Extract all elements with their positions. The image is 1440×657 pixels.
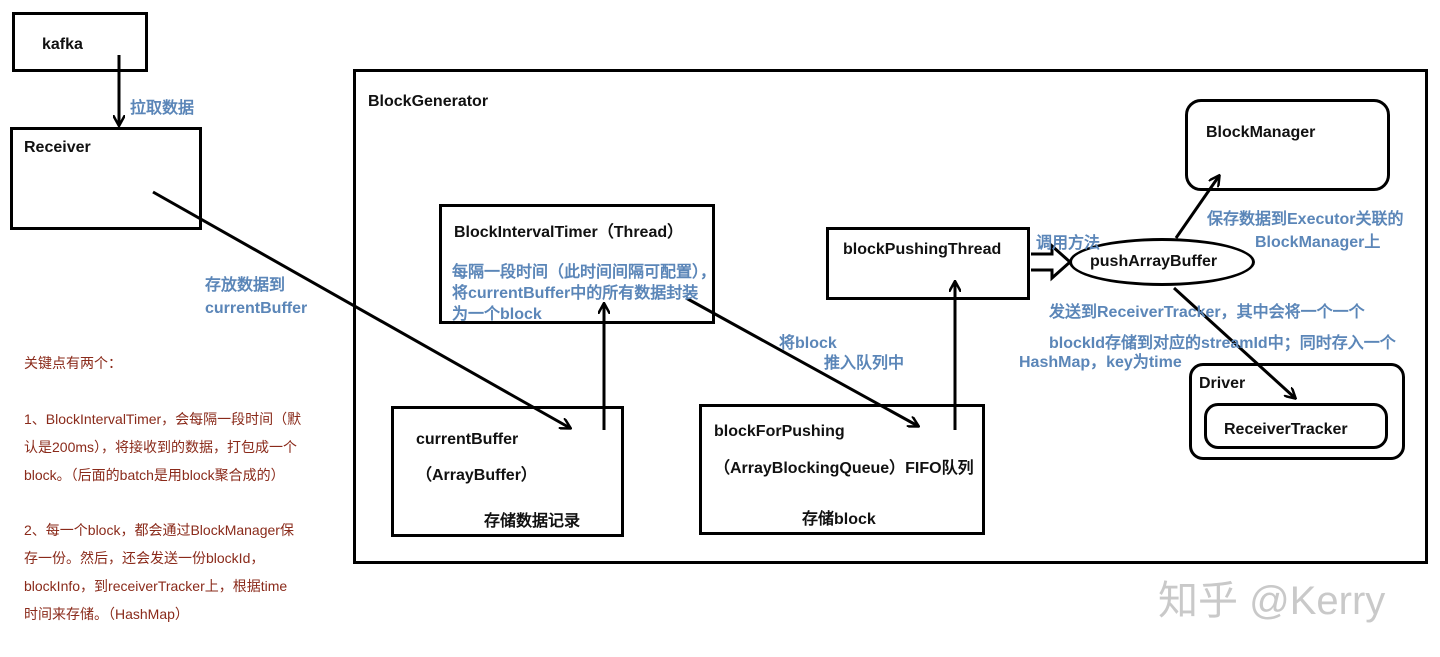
array-buffer-label: （ArrayBuffer）: [416, 467, 537, 484]
push-array-buffer-label: pushArrayBuffer: [1090, 253, 1218, 270]
block-pushing-thread-box: [826, 227, 1030, 300]
block-generator-label: BlockGenerator: [368, 93, 489, 110]
note-line: 认是200ms），将接收到的数据，打包成一个: [24, 439, 298, 455]
note-line: 时间来存储。（HashMap）: [24, 606, 189, 622]
timer-desc-line-1: 每隔一段时间（此时间间隔可配置），: [452, 264, 717, 281]
interval-timer-label: BlockIntervalTimer（Thread）: [454, 224, 684, 241]
send-label-1: 发送到ReceiverTracker，其中会将一个一个: [1049, 304, 1365, 321]
watermark: 知乎 @Kerry: [1158, 579, 1386, 623]
store-to-label-1: 存放数据到: [205, 277, 286, 294]
note-line: 2、每一个block，都会通过BlockManager保: [24, 522, 294, 538]
save-label-1: 保存数据到Executor关联的: [1207, 211, 1404, 228]
enqueue-label-2: 推入队列中: [824, 355, 905, 372]
block-manager-box: [1185, 99, 1390, 191]
receiver-to-buffer-arrow: [152, 190, 570, 428]
timer-to-queue-arrow: [685, 296, 918, 426]
note-heading: 关键点有两个：: [24, 355, 122, 371]
driver-label: Driver: [1199, 375, 1246, 392]
note-line: blockInfo，到receiverTracker上，根据time: [24, 578, 288, 594]
block-interval-timer-box: [439, 204, 715, 324]
receiver-tracker-box: [1204, 403, 1388, 449]
enqueue-label-1: 将block: [779, 335, 837, 352]
push-to-tracker-arrow: [1172, 286, 1295, 398]
kafka-label: kafka: [42, 36, 83, 53]
block-generator-box: [353, 69, 1428, 564]
note-line: 1、BlockIntervalTimer，会每隔一段时间（默: [24, 411, 302, 427]
kafka-box: [12, 12, 148, 72]
push-to-blockmanager-arrow: [1174, 176, 1219, 239]
block-for-pushing-label: blockForPushing: [714, 423, 845, 440]
pushing-thread-label: blockPushingThread: [843, 241, 1002, 258]
block-manager-label: BlockManager: [1206, 124, 1316, 141]
receiver-tracker-label: ReceiverTracker: [1224, 421, 1348, 438]
current-buffer-label: currentBuffer: [416, 431, 519, 448]
note-line: block。（后面的batch是用block聚合成的）: [24, 467, 285, 483]
pull-data-label: 拉取数据: [130, 100, 195, 117]
timer-desc-line-3: 为一个block: [452, 306, 542, 323]
array-blocking-queue-label: （ArrayBlockingQueue）FIFO队列: [714, 460, 974, 477]
save-label-2: BlockManager上: [1255, 234, 1381, 251]
send-label-3: HashMap，key为time: [1019, 354, 1182, 371]
block-for-pushing-box: [699, 404, 985, 535]
thread-to-push-block-arrow: [1031, 242, 1073, 282]
timer-desc-line-2: 将currentBuffer中的所有数据封装: [452, 285, 699, 302]
store-records-label: 存储数据记录: [484, 513, 581, 530]
store-block-label: 存储block: [802, 511, 876, 528]
note-line: 存一份。然后，还会发送一份blockId，: [24, 550, 265, 566]
receiver-label: Receiver: [24, 139, 91, 156]
driver-box: [1189, 363, 1405, 460]
store-to-label-2: currentBuffer: [205, 300, 308, 317]
receiver-box: [10, 127, 202, 230]
current-buffer-box: [391, 406, 624, 537]
call-method-label: 调用方法: [1036, 235, 1101, 252]
send-label-2: blockId存储到对应的streamId中；同时存入一个: [1049, 335, 1396, 352]
